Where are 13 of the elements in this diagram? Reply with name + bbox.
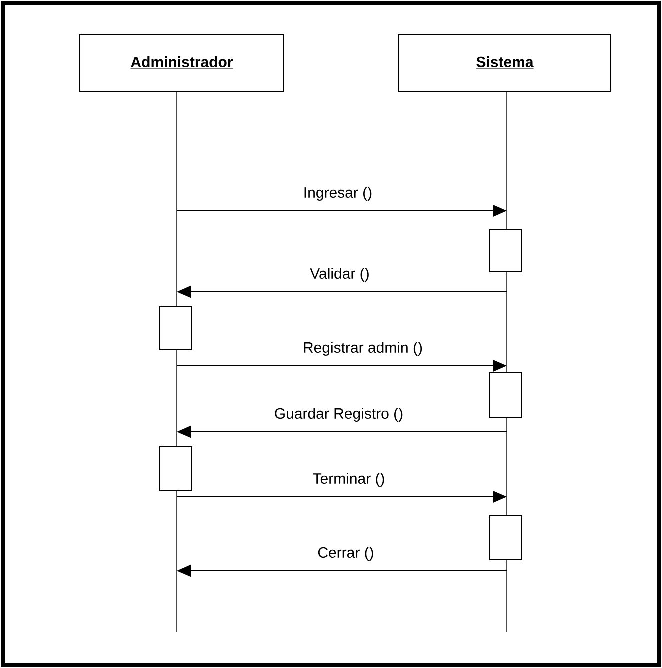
- activation-box: [490, 516, 522, 560]
- activation-box: [160, 306, 192, 350]
- activation-box: [160, 446, 192, 492]
- edge-label: Registrar admin (): [304, 342, 422, 356]
- participant-box: Sistema: [398, 34, 612, 92]
- edge-label: Cerrar (): [318, 547, 374, 561]
- edge-label: Guardar Registro (): [275, 408, 403, 422]
- edge-label: Ingresar (): [304, 187, 372, 201]
- edge-label: Terminar (): [313, 473, 384, 487]
- activation-box: [490, 230, 522, 272]
- activation-box: [490, 372, 522, 418]
- participant-box: Administrador: [80, 34, 284, 92]
- edge-label: Validar (): [310, 268, 369, 282]
